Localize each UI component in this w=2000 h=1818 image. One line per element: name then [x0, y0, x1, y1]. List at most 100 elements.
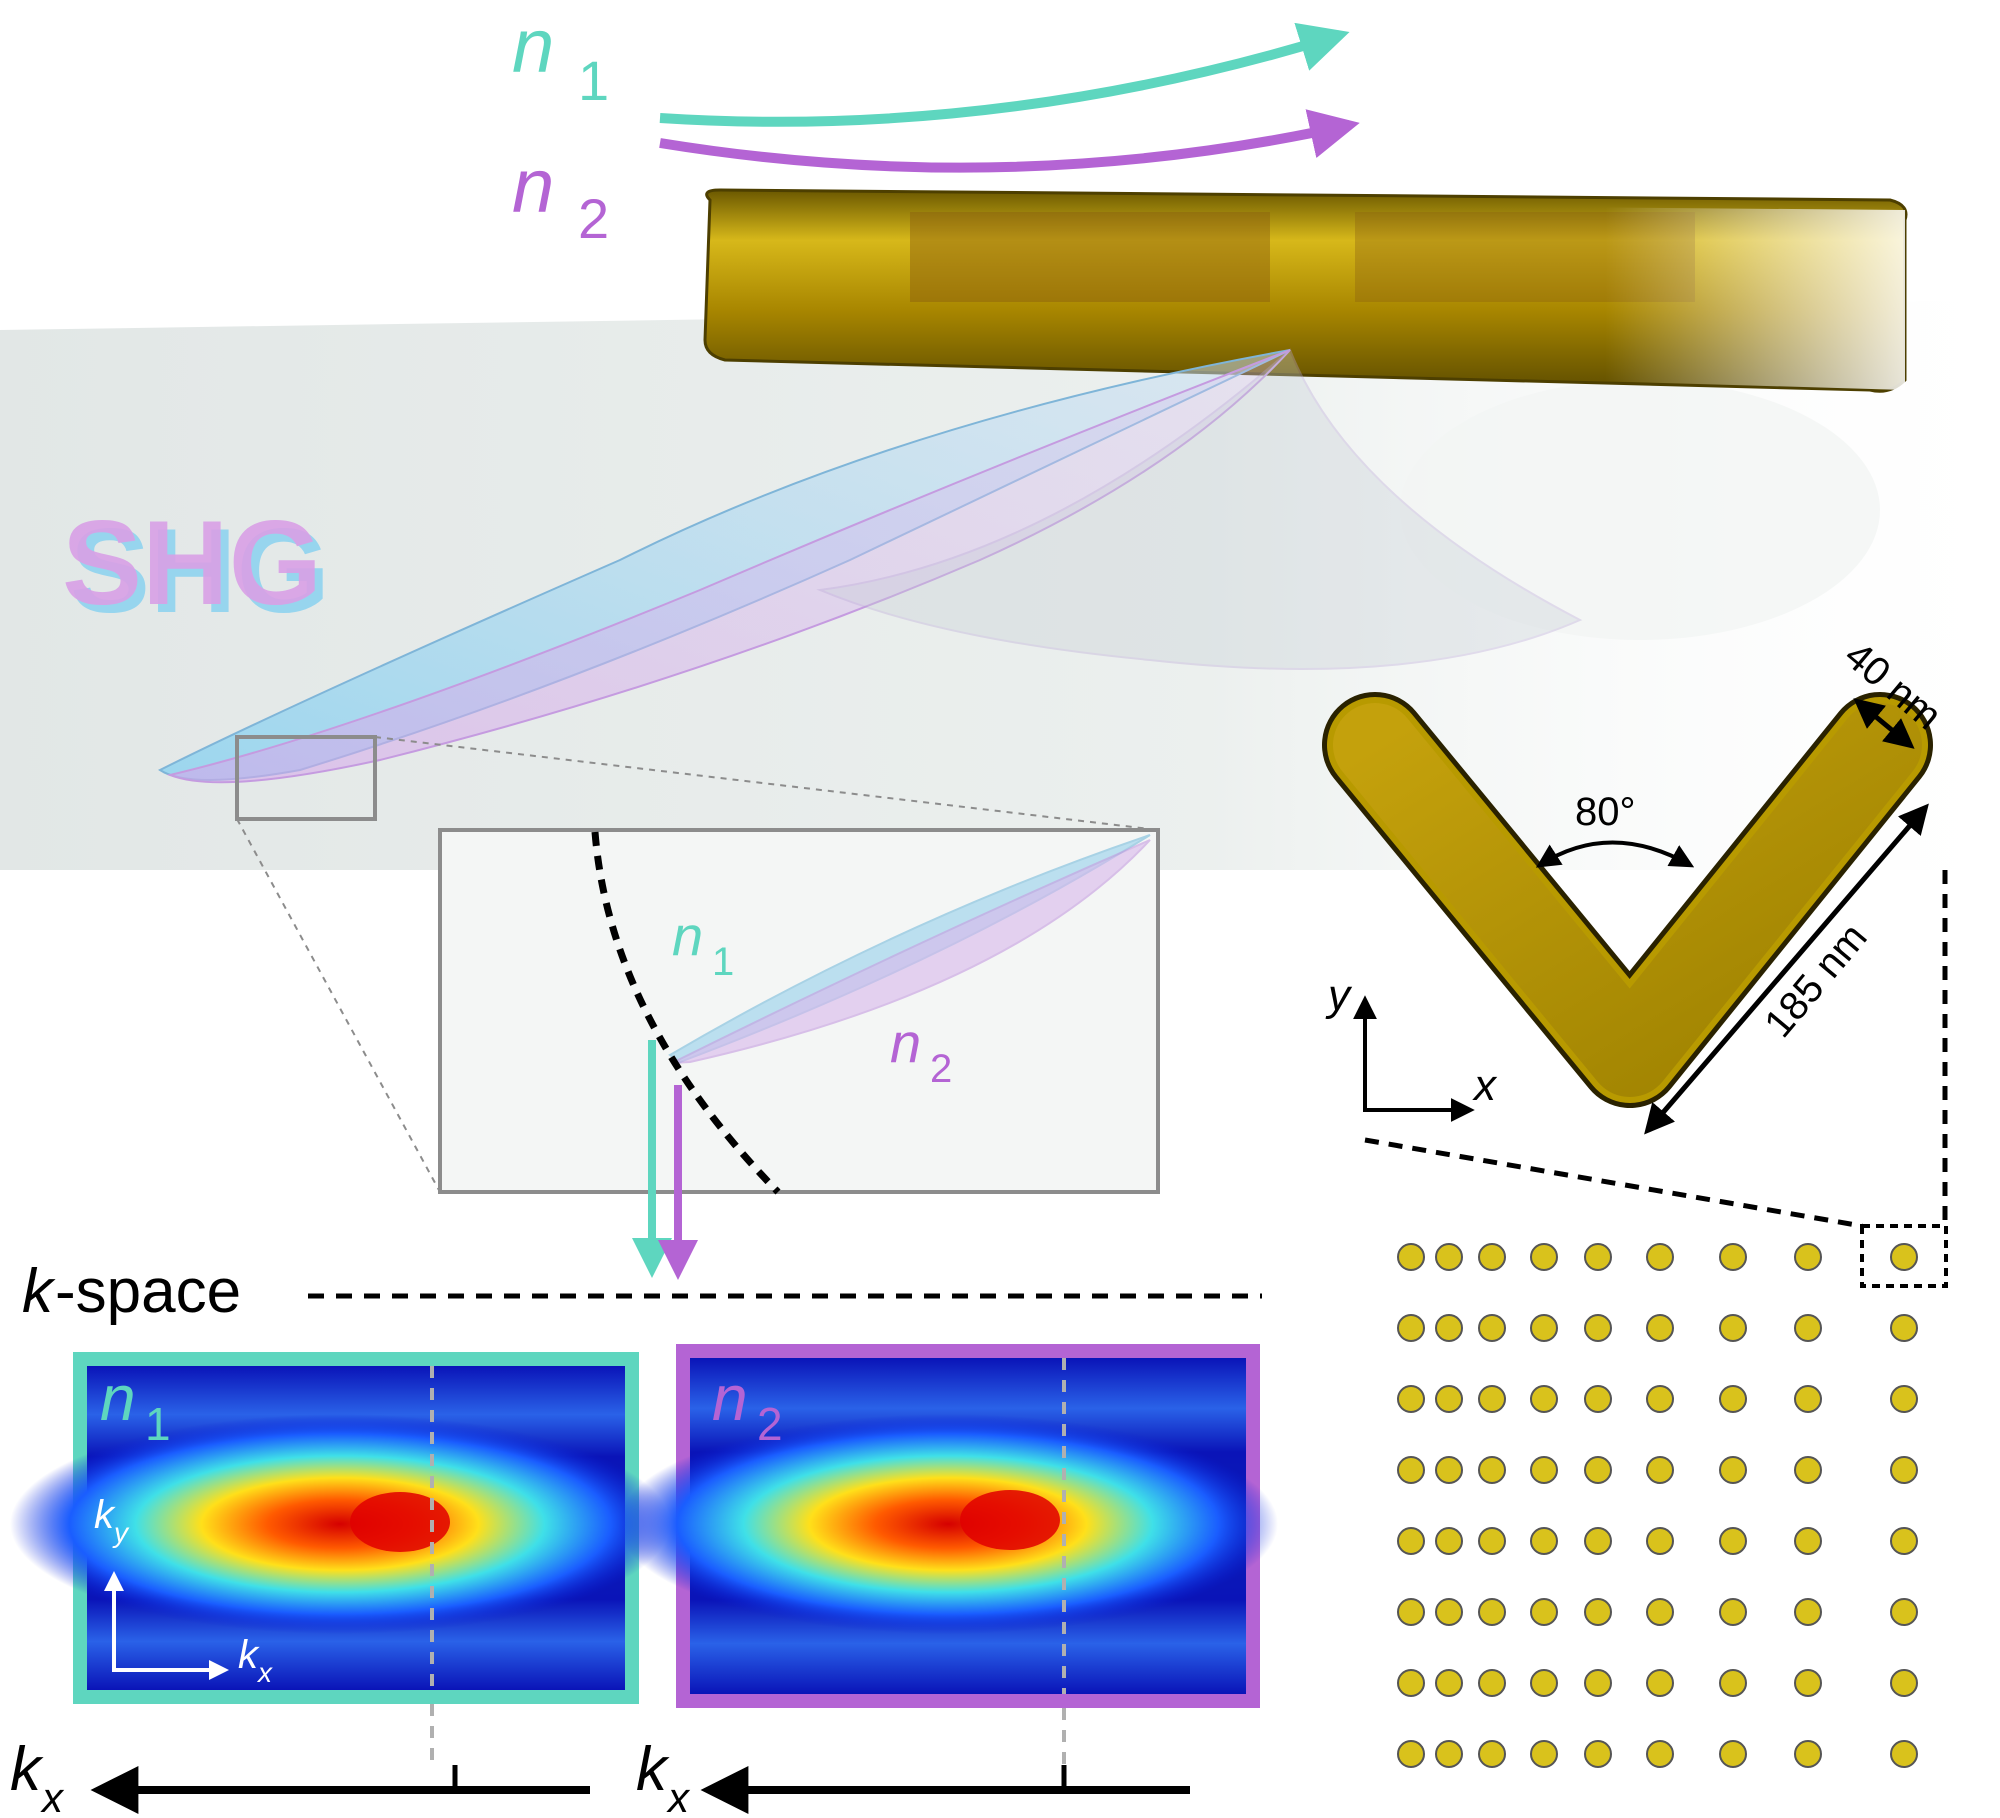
kspace-panel-n2-label: n: [712, 1362, 748, 1434]
kspace-label-k: k: [22, 1257, 56, 1326]
nanoparticle-dot: [1891, 1244, 1917, 1270]
nanoparticle-array: [1398, 1244, 1917, 1767]
inset-n1-label: n: [672, 904, 703, 967]
nanoparticle-dot: [1531, 1670, 1557, 1696]
nanoparticle-dot: [1479, 1528, 1505, 1554]
nanoparticle-dot: [1720, 1670, 1746, 1696]
nanoparticle-dot: [1795, 1315, 1821, 1341]
ky-axis-subscript: y: [112, 1517, 130, 1548]
nanoparticle-dot: [1720, 1386, 1746, 1412]
nanoparticle-dot: [1479, 1599, 1505, 1625]
nanoparticle-dot: [1398, 1741, 1424, 1767]
inset-n2-subscript: 2: [930, 1047, 952, 1091]
nanoparticle-dot: [1795, 1670, 1821, 1696]
nanoparticle-dot: [1795, 1528, 1821, 1554]
nanoparticle-dot: [1647, 1741, 1673, 1767]
nanoparticle-dot: [1531, 1599, 1557, 1625]
nanoparticle-dot: [1647, 1244, 1673, 1270]
nanoparticle-dot: [1436, 1244, 1462, 1270]
nanoparticle-dot: [1436, 1386, 1462, 1412]
nanoparticle-dot: [1891, 1599, 1917, 1625]
nanoparticle-dot: [1891, 1528, 1917, 1554]
nanoparticle-dot: [1720, 1244, 1746, 1270]
zoom-guide-bottom: [237, 819, 440, 1192]
nanoparticle-dot: [1585, 1599, 1611, 1625]
nanoparticle-dot: [1585, 1315, 1611, 1341]
top-n2-label: n: [512, 144, 554, 229]
nanoparticle-dot: [1891, 1741, 1917, 1767]
nanoparticle-dot: [1398, 1457, 1424, 1483]
nanoparticle-dot: [1585, 1457, 1611, 1483]
nanoparticle-dot: [1479, 1741, 1505, 1767]
nanoparticle-dot: [1585, 1741, 1611, 1767]
kx-bottom-label-1: k: [10, 1735, 44, 1804]
nanoparticle-dot: [1436, 1670, 1462, 1696]
inset-n1-subscript: 1: [712, 940, 734, 984]
nanoparticle-dot: [1795, 1386, 1821, 1412]
ky-axis-label: k: [94, 1493, 116, 1537]
gold-nanoantenna-3d: [705, 190, 1906, 391]
nanoparticle-dot: [1436, 1741, 1462, 1767]
nanoparticle-dot: [1479, 1244, 1505, 1270]
nanoparticle-dot: [1531, 1386, 1557, 1412]
kspace-panel-n2-subscript: 2: [757, 1398, 783, 1450]
nanoparticle-dot: [1531, 1741, 1557, 1767]
nanoparticle-dot: [1647, 1457, 1673, 1483]
nanoparticle-dot: [1720, 1599, 1746, 1625]
zoom-inset: [440, 830, 1158, 1192]
nanoparticle-dot: [1647, 1386, 1673, 1412]
nanoparticle-dot: [1531, 1457, 1557, 1483]
nanoparticle-dot: [1398, 1386, 1424, 1412]
nanoparticle-dot: [1398, 1599, 1424, 1625]
nanoparticle-dot: [1647, 1315, 1673, 1341]
nanoparticle-dot: [1795, 1741, 1821, 1767]
kx-bottom-sub-1: x: [40, 1774, 65, 1818]
nanoparticle-dot: [1531, 1528, 1557, 1554]
kspace-panel-n1-label: n: [100, 1362, 136, 1434]
array-zoom-line-left: [1365, 1140, 1862, 1226]
top-n2-subscript: 2: [578, 187, 609, 250]
shg-label: SHG: [62, 496, 322, 630]
nanoparticle-dot: [1647, 1599, 1673, 1625]
nanoparticle-dot: [1585, 1244, 1611, 1270]
n2-beam-arrow: [660, 125, 1350, 168]
nanoparticle-dot: [1720, 1457, 1746, 1483]
nanoparticle-dot: [1398, 1670, 1424, 1696]
kx-axis-label: k: [238, 1633, 260, 1677]
x-axis-label: x: [1472, 1061, 1498, 1110]
nanoparticle-dot: [1585, 1386, 1611, 1412]
nanoparticle-dot: [1436, 1599, 1462, 1625]
n1-beam-arrow: [660, 35, 1340, 122]
nanoparticle-dot: [1795, 1244, 1821, 1270]
nanoparticle-dot: [1436, 1528, 1462, 1554]
nanoparticle-dot: [1479, 1315, 1505, 1341]
kspace-panel-n1-subscript: 1: [145, 1398, 171, 1450]
nanoparticle-dot: [1479, 1386, 1505, 1412]
nanoparticle-dot: [1398, 1528, 1424, 1554]
nanoparticle-dot: [1647, 1528, 1673, 1554]
kx-bottom-label-2: k: [636, 1735, 670, 1804]
nanoparticle-dot: [1891, 1386, 1917, 1412]
nanoparticle-dot: [1479, 1670, 1505, 1696]
nanoparticle-dot: [1720, 1315, 1746, 1341]
nanoparticle-dot: [1795, 1457, 1821, 1483]
nanoparticle-dot: [1720, 1741, 1746, 1767]
nanoparticle-dot: [1891, 1457, 1917, 1483]
kx-axis-subscript: x: [256, 1657, 273, 1688]
nanoparticle-dot: [1647, 1670, 1673, 1696]
nanoparticle-dot: [1436, 1315, 1462, 1341]
y-axis-label: y: [1325, 971, 1353, 1020]
nanoparticle-dot: [1398, 1315, 1424, 1341]
nanoparticle-dot: [1585, 1528, 1611, 1554]
angle-label: 80°: [1575, 790, 1636, 834]
nanoparticle-dot: [1795, 1599, 1821, 1625]
top-n1-label: n: [512, 4, 554, 89]
kspace-label-rest: -space: [55, 1257, 241, 1326]
nanoparticle-dot: [1531, 1315, 1557, 1341]
nanoparticle-dot: [1479, 1457, 1505, 1483]
nanoparticle-dot: [1891, 1670, 1917, 1696]
nanoparticle-dot: [1436, 1457, 1462, 1483]
nanoparticle-dot: [1585, 1670, 1611, 1696]
nanoparticle-dot: [1531, 1244, 1557, 1270]
